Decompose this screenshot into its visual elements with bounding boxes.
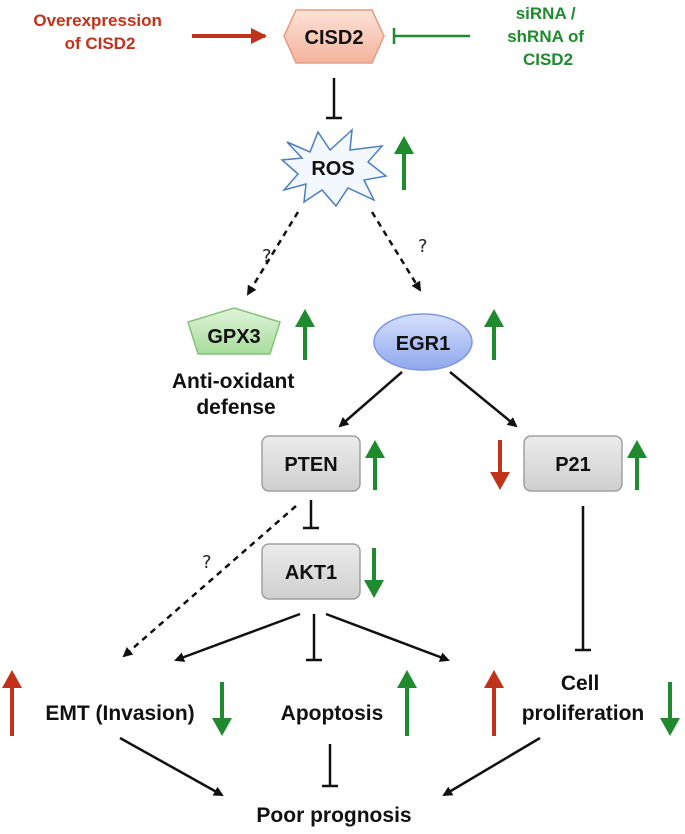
svg-text:PTEN: PTEN bbox=[284, 454, 337, 476]
akt1-to-emt-arrow bbox=[174, 612, 301, 662]
cisd2-node: CISD2 bbox=[283, 9, 385, 64]
ros-gpx3-question-mark: ? bbox=[262, 246, 272, 267]
pten-node: PTEN bbox=[261, 435, 361, 492]
pten-up-arrow-icon bbox=[365, 440, 385, 490]
antioxidant-defense-label: Anti-oxidant defense bbox=[172, 370, 300, 419]
svg-text:EGR1: EGR1 bbox=[396, 333, 450, 355]
cell-proliferation-to-poor-prognosis-arrow bbox=[442, 736, 541, 797]
egr1-up-arrow-icon bbox=[484, 309, 504, 360]
p21-node: P21 bbox=[523, 435, 623, 492]
gpx3-up-arrow-icon bbox=[295, 309, 315, 360]
cell-proliferation-down-arrow-icon bbox=[660, 682, 680, 736]
pten-emt-question-mark: ? bbox=[202, 552, 212, 573]
apoptosis-label: Apoptosis bbox=[281, 702, 384, 725]
ros-to-gpx3-dashed-arrow bbox=[246, 211, 300, 296]
egr1-node: EGR1 bbox=[373, 313, 473, 371]
pten-inhibits-akt1 bbox=[303, 500, 319, 530]
akt1-down-arrow-icon bbox=[364, 548, 384, 598]
cell-proliferation-label: Cell proliferation bbox=[522, 672, 645, 725]
ros-node: ROS bbox=[280, 128, 388, 208]
emt-to-poor-prognosis-arrow bbox=[119, 736, 224, 797]
ros-up-arrow-icon bbox=[394, 136, 414, 190]
emt-down-arrow-icon bbox=[212, 682, 232, 736]
egr1-to-pten-arrow bbox=[338, 371, 403, 428]
apoptosis-inhibits-poor-prognosis bbox=[322, 744, 338, 788]
pten-to-emt-dashed-arrow bbox=[122, 505, 297, 658]
sirna-label: siRNA / shRNA of CISD2 bbox=[507, 4, 589, 69]
egr1-to-p21-arrow bbox=[449, 371, 518, 428]
svg-text:AKT1: AKT1 bbox=[285, 562, 337, 584]
svg-text:CISD2: CISD2 bbox=[305, 27, 364, 49]
emt-label: EMT (Invasion) bbox=[45, 702, 194, 725]
cell-proliferation-up-arrow-icon bbox=[484, 670, 504, 736]
apoptosis-up-arrow-icon bbox=[397, 670, 417, 736]
ros-egr1-question-mark: ? bbox=[418, 236, 428, 257]
svg-text:ROS: ROS bbox=[311, 158, 354, 180]
overexpression-label: Overexpression of CISD2 bbox=[33, 11, 166, 53]
p21-up-arrow-icon bbox=[627, 440, 647, 490]
p21-down-arrow-icon bbox=[490, 440, 510, 490]
gpx3-node: GPX3 bbox=[187, 307, 281, 355]
cisd2-inhibits-ros bbox=[326, 78, 342, 120]
svg-text:GPX3: GPX3 bbox=[207, 326, 260, 348]
poor-prognosis-label: Poor prognosis bbox=[256, 804, 411, 827]
emt-up-arrow-icon bbox=[2, 670, 22, 736]
akt1-inhibits-apoptosis bbox=[306, 614, 322, 662]
svg-text:P21: P21 bbox=[555, 454, 591, 476]
akt1-to-cell-proliferation-arrow bbox=[325, 612, 450, 662]
p21-inhibits-cell-proliferation bbox=[575, 506, 591, 652]
akt1-node: AKT1 bbox=[261, 543, 361, 600]
sirna-inhibit-line bbox=[392, 28, 470, 44]
ros-to-egr1-dashed-arrow bbox=[370, 211, 422, 292]
